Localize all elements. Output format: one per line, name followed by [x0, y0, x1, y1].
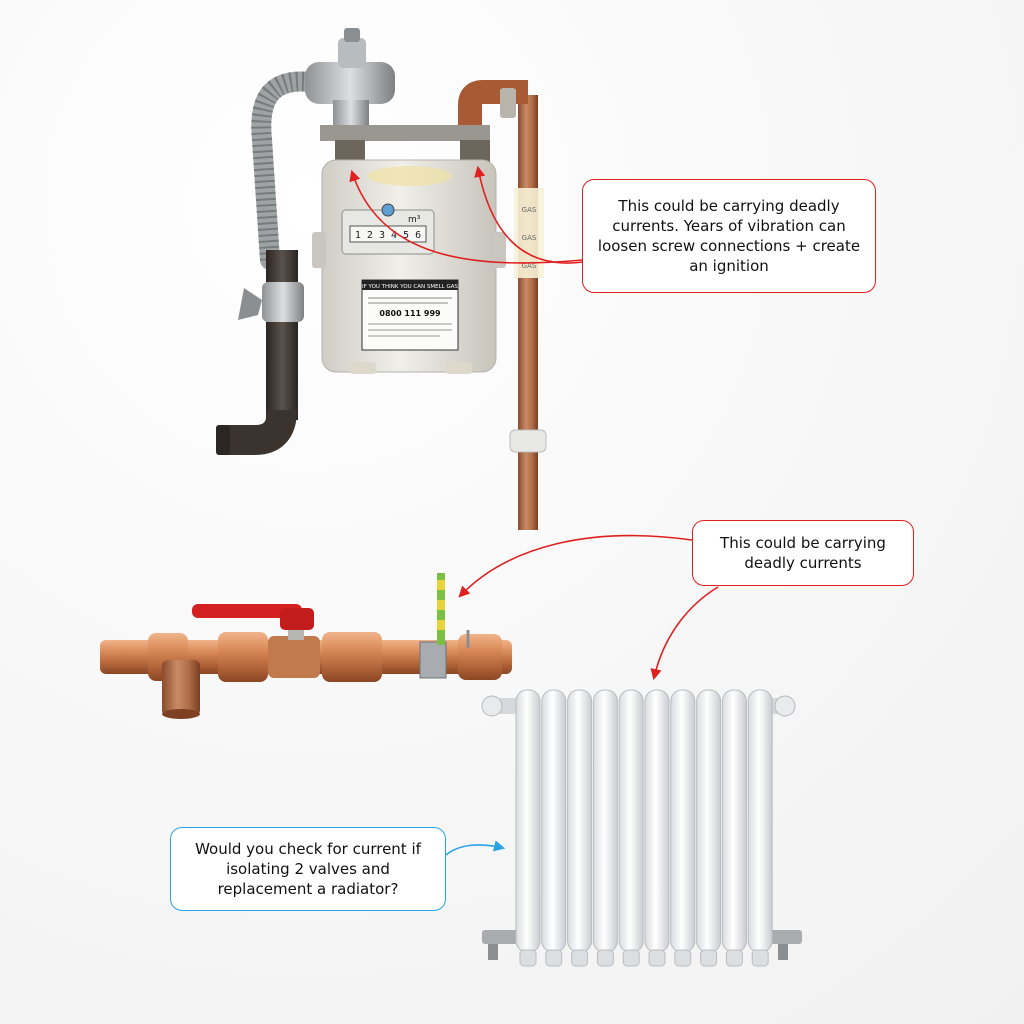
radiator-foot — [751, 949, 769, 967]
flexible-hose — [251, 71, 320, 270]
arrow-question-to-radiator — [445, 840, 506, 856]
radiator-foot — [596, 949, 614, 967]
radiator-foot — [674, 949, 692, 967]
callout-pipe-warning-text: This could be carrying deadly currents — [720, 534, 886, 572]
radiator-column — [618, 689, 644, 953]
radiator-column — [644, 689, 670, 953]
callout-meter-warning: This could be carrying deadly currents. … — [582, 179, 876, 293]
copper-pipe-assembly — [100, 573, 512, 719]
svg-text:GAS: GAS — [522, 234, 537, 242]
radiator-column — [541, 689, 567, 953]
meter-mounting-bracket — [320, 125, 490, 141]
radiator-column — [696, 689, 722, 953]
callout-pipe-warning: This could be carrying deadly currents — [692, 520, 914, 586]
callout-radiator-question: Would you check for current if isolating… — [170, 827, 446, 911]
gas-meter-assembly: 1 2 3 4 5 6 m³ IF YOU THINK YOU CAN SMEL… — [216, 28, 547, 530]
callout-meter-warning-text: This could be carrying deadly currents. … — [597, 197, 861, 275]
regulator-body — [305, 62, 395, 104]
radiator-foot — [648, 949, 666, 967]
radiator-foot — [519, 949, 537, 967]
earth-bonding-clamp — [419, 641, 447, 679]
arrow-to-meter-right-nut — [474, 165, 584, 264]
radiator-column — [721, 689, 747, 953]
label-phone-number: 0800 111 999 — [379, 309, 441, 318]
radiator-column — [567, 689, 593, 953]
copper-riser-pipe — [518, 95, 538, 530]
radiator-column — [592, 689, 618, 953]
radiator-foot — [622, 949, 640, 967]
meter-reading: 1 2 3 4 5 6 — [355, 230, 421, 241]
radiator-column — [747, 689, 773, 953]
outlet-pipe — [266, 250, 298, 420]
meter-warning-label — [361, 279, 459, 351]
radiator-foot — [545, 949, 563, 967]
svg-text:GAS: GAS — [522, 206, 537, 214]
svg-text:GAS: GAS — [522, 262, 537, 270]
callout-radiator-question-text: Would you check for current if isolating… — [195, 840, 421, 898]
arrow-to-meter-left-nut — [349, 169, 584, 264]
radiator — [481, 689, 802, 967]
radiator-foot — [725, 949, 743, 967]
radiator-foot — [571, 949, 589, 967]
radiator-column — [670, 689, 696, 953]
annotation-arrows — [349, 165, 719, 856]
meter-unit: m³ — [408, 215, 421, 225]
radiator-foot — [700, 949, 718, 967]
label-heading: IF YOU THINK YOU CAN SMELL GAS — [362, 284, 459, 290]
valve-lever-handle — [192, 604, 302, 618]
arrow-to-earth-wire — [458, 534, 693, 598]
arrow-to-radiator — [650, 586, 719, 681]
meter-control-valve — [262, 282, 304, 322]
gas-identification-tape: GAS GAS GAS — [514, 188, 544, 278]
radiator-column — [515, 689, 541, 953]
